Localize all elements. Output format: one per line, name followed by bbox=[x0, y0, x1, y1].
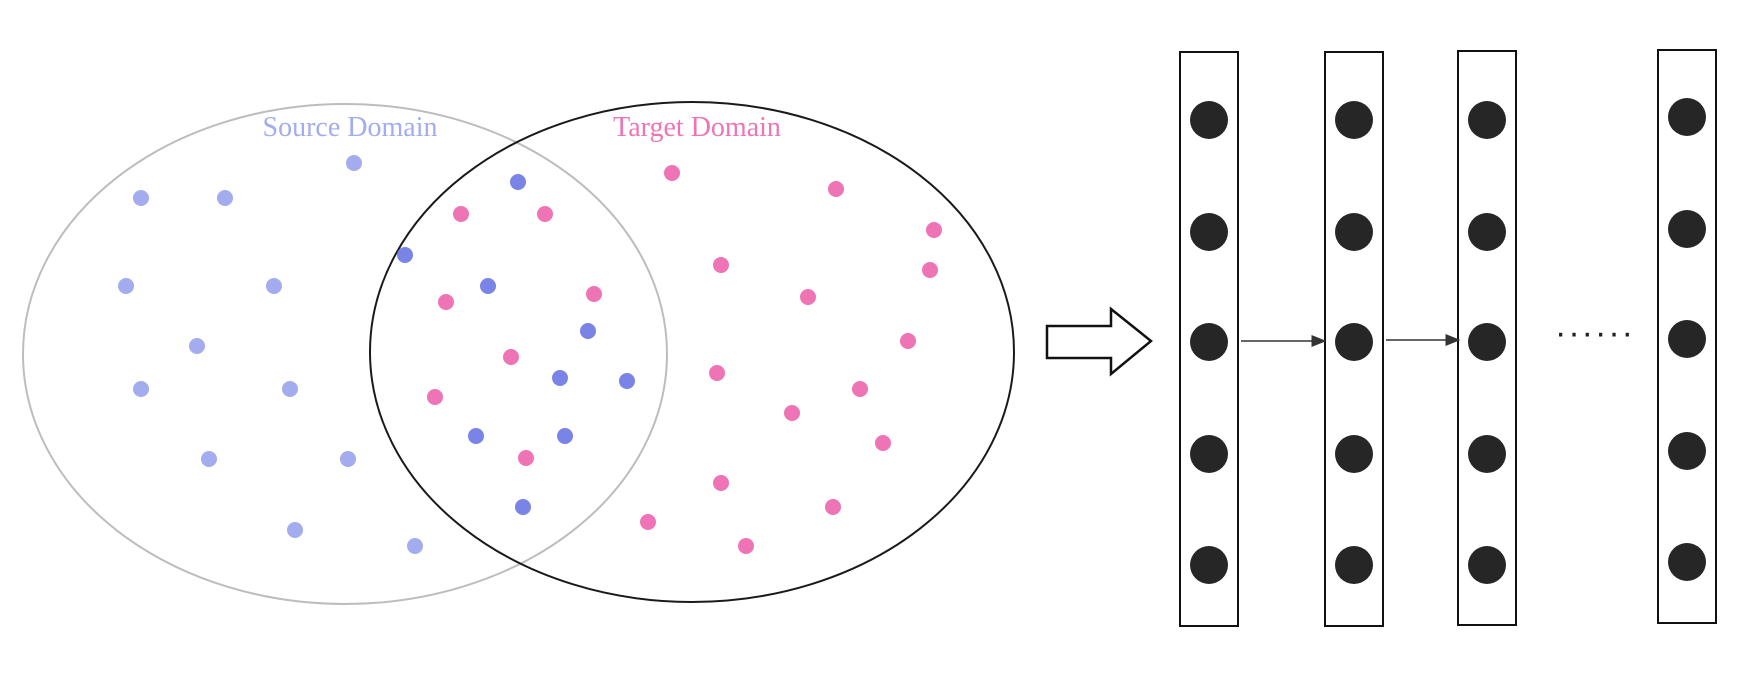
target-sample-point bbox=[709, 365, 725, 381]
shared-sample-point bbox=[557, 428, 573, 444]
source-domain-ellipse bbox=[22, 103, 668, 605]
network-node bbox=[1468, 546, 1506, 584]
source-sample-point bbox=[282, 381, 298, 397]
source-sample-point bbox=[287, 522, 303, 538]
network-node bbox=[1468, 323, 1506, 361]
shared-sample-point bbox=[397, 247, 413, 263]
target-sample-point bbox=[713, 475, 729, 491]
target-sample-point bbox=[800, 289, 816, 305]
target-sample-point bbox=[828, 181, 844, 197]
source-sample-point bbox=[346, 155, 362, 171]
target-domain-ellipse bbox=[369, 101, 1015, 603]
network-node bbox=[1468, 213, 1506, 251]
target-sample-point bbox=[427, 389, 443, 405]
layer-continuation-dots: ······ bbox=[1555, 314, 1635, 352]
source-domain-points bbox=[118, 155, 423, 554]
network-node bbox=[1335, 101, 1373, 139]
target-domain-points bbox=[427, 165, 942, 554]
network-node bbox=[1468, 101, 1506, 139]
shared-sample-point bbox=[515, 499, 531, 515]
source-sample-point bbox=[266, 278, 282, 294]
target-sample-point bbox=[852, 381, 868, 397]
shared-sample-point bbox=[552, 370, 568, 386]
source-sample-point bbox=[133, 190, 149, 206]
shared-sample-point bbox=[510, 174, 526, 190]
target-sample-point bbox=[518, 450, 534, 466]
source-sample-point bbox=[118, 278, 134, 294]
network-node bbox=[1668, 98, 1706, 136]
source-sample-point bbox=[189, 338, 205, 354]
target-sample-point bbox=[875, 435, 891, 451]
network-node bbox=[1335, 323, 1373, 361]
target-sample-point bbox=[586, 286, 602, 302]
source-sample-point bbox=[217, 190, 233, 206]
source-domain-label: Source Domain bbox=[263, 112, 438, 143]
shared-sample-point bbox=[468, 428, 484, 444]
network-node bbox=[1335, 546, 1373, 584]
shared-sample-point bbox=[480, 278, 496, 294]
target-sample-point bbox=[922, 262, 938, 278]
target-sample-point bbox=[713, 257, 729, 273]
target-sample-point bbox=[784, 405, 800, 421]
transfer-arrow-icon bbox=[1045, 306, 1153, 377]
target-sample-point bbox=[640, 514, 656, 530]
target-sample-point bbox=[900, 333, 916, 349]
target-sample-point bbox=[438, 294, 454, 310]
target-sample-point bbox=[825, 499, 841, 515]
network-node bbox=[1468, 435, 1506, 473]
network-node bbox=[1190, 323, 1228, 361]
target-domain-label: Target Domain bbox=[613, 112, 781, 143]
neural-network bbox=[1179, 49, 1717, 627]
target-sample-point bbox=[503, 349, 519, 365]
network-node bbox=[1668, 320, 1706, 358]
source-sample-point bbox=[201, 451, 217, 467]
network-node bbox=[1668, 543, 1706, 581]
network-node bbox=[1190, 435, 1228, 473]
network-node bbox=[1190, 101, 1228, 139]
source-sample-point bbox=[407, 538, 423, 554]
network-node bbox=[1668, 432, 1706, 470]
shared-sample-point bbox=[619, 373, 635, 389]
target-sample-point bbox=[926, 222, 942, 238]
shared-sample-point bbox=[580, 323, 596, 339]
network-node bbox=[1190, 213, 1228, 251]
network-node bbox=[1668, 210, 1706, 248]
target-sample-point bbox=[738, 538, 754, 554]
target-sample-point bbox=[664, 165, 680, 181]
network-node bbox=[1335, 435, 1373, 473]
target-sample-point bbox=[453, 206, 469, 222]
source-sample-point bbox=[340, 451, 356, 467]
source-sample-point bbox=[133, 381, 149, 397]
target-sample-point bbox=[537, 206, 553, 222]
network-node bbox=[1335, 213, 1373, 251]
shared-domain-points bbox=[397, 174, 635, 515]
network-node bbox=[1190, 546, 1228, 584]
